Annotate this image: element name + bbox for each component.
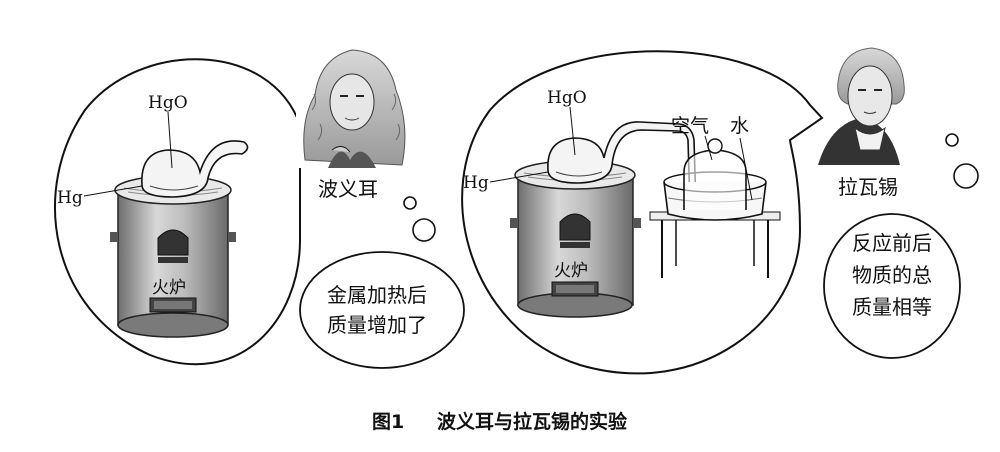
right-furnace	[510, 160, 641, 318]
left-retort	[141, 140, 249, 198]
thought-dot	[412, 218, 436, 242]
right-conclusion-bubble	[823, 213, 961, 359]
lavoisier-name: 拉瓦锡	[838, 175, 898, 199]
air-leader	[704, 135, 713, 161]
right-conclusion-line2: 物质的总	[852, 263, 932, 287]
figure-number: 图1	[372, 411, 404, 433]
right-conclusion-line3: 质量相等	[852, 295, 932, 319]
thought-dot	[403, 196, 417, 210]
right-furnace-label: 火炉	[554, 261, 588, 281]
left-conclusion-line2: 质量增加了	[327, 313, 427, 337]
left-furnace-label: 火炉	[152, 278, 186, 298]
left-conclusion-line1: 金属加热后	[327, 283, 427, 307]
left-hg-leader	[83, 185, 143, 197]
right-hg-label: Hg	[463, 173, 489, 193]
left-conclusion-bubble	[299, 251, 465, 369]
left-hgo-label: HgO	[148, 93, 188, 113]
right-conclusion-line1: 反应前后	[852, 231, 932, 255]
water-leader	[739, 137, 753, 201]
left-hg-label: Hg	[57, 188, 83, 208]
thought-dot	[945, 133, 959, 147]
thought-dot	[953, 163, 979, 189]
left-furnace	[110, 175, 236, 338]
right-hgo-label: HgO	[547, 88, 587, 108]
bell-jar	[683, 138, 747, 210]
right-hgo-leader	[569, 106, 576, 156]
lavoisier-portrait	[818, 47, 905, 165]
figure-title: 波义耳与拉瓦锡的实验	[437, 410, 628, 433]
boyle-portrait	[296, 42, 406, 168]
air-label: 空气	[671, 115, 709, 137]
right-hg-leader	[489, 171, 549, 183]
water-label: 水	[730, 115, 749, 137]
boyle-name: 波义耳	[318, 177, 378, 201]
left-hgo-leader	[167, 111, 173, 169]
